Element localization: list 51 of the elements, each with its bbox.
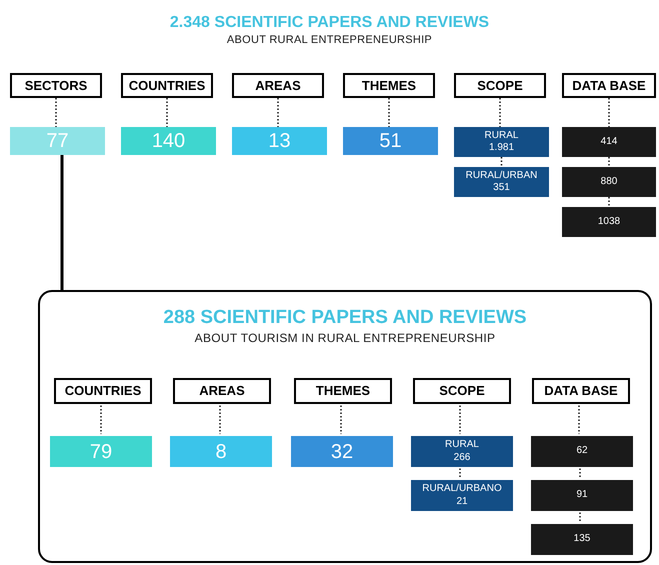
category-box: THEMES xyxy=(343,73,435,98)
count-box: 140 xyxy=(121,127,216,155)
count-box: 77 xyxy=(10,127,105,155)
count-box: 414 xyxy=(562,127,656,157)
connector-line xyxy=(60,155,64,290)
dotted-connector xyxy=(277,98,279,127)
category-box: SCOPE xyxy=(454,73,546,98)
category-box: DATA BASE xyxy=(532,378,630,404)
dotted-connector xyxy=(55,98,57,127)
count-box xyxy=(454,167,549,197)
count-box xyxy=(411,480,513,511)
dotted-connector xyxy=(499,98,501,127)
main-title: 2.348 SCIENTIFIC PAPERS AND REVIEWS xyxy=(168,13,490,33)
category-label: RURAL/URBANO xyxy=(422,483,502,496)
category-box: SCOPE xyxy=(413,378,511,404)
category-box: AREAS xyxy=(173,378,271,404)
group-frame xyxy=(38,290,652,563)
count-value: 21 xyxy=(456,496,468,508)
dotted-connector xyxy=(166,98,168,127)
section-subtitle: ABOUT TOURISM IN RURAL ENTREPRENEURSHIP xyxy=(194,330,496,347)
count-value: 351 xyxy=(493,182,510,194)
count-box: 91 xyxy=(531,480,633,511)
count-box: 51 xyxy=(343,127,438,155)
category-box: AREAS xyxy=(232,73,324,98)
count-box: 880 xyxy=(562,167,656,197)
category-box: COUNTRIES xyxy=(54,378,152,404)
category-label: RURAL xyxy=(484,130,518,142)
category-box: SECTORS xyxy=(10,73,102,98)
category-box: DATA BASE xyxy=(562,73,656,98)
dotted-connector xyxy=(608,197,610,207)
count-box xyxy=(411,436,513,467)
category-label: RURAL/URBAN xyxy=(466,170,538,182)
count-value: 1.981 xyxy=(488,142,514,154)
dotted-connector xyxy=(608,157,610,167)
count-box: 135 xyxy=(531,524,633,555)
dotted-connector xyxy=(388,98,390,127)
dotted-connector xyxy=(500,157,502,167)
count-box: 32 xyxy=(291,436,393,467)
category-label: RURAL xyxy=(445,439,479,452)
count-box: 8 xyxy=(170,436,272,467)
section-title: 288 SCIENTIFIC PAPERS AND REVIEWS xyxy=(162,306,528,330)
count-value: 266 xyxy=(454,452,470,464)
count-box: 62 xyxy=(531,436,633,467)
category-box: THEMES xyxy=(294,378,392,404)
subtitle: ABOUT RURAL ENTREPRENEURSHIP xyxy=(226,33,434,48)
count-box: 79 xyxy=(50,436,152,467)
count-box: 1038 xyxy=(562,207,656,237)
count-box: 13 xyxy=(232,127,327,155)
count-box xyxy=(454,127,549,157)
dotted-connector xyxy=(608,98,610,127)
category-box: COUNTRIES xyxy=(121,73,213,98)
